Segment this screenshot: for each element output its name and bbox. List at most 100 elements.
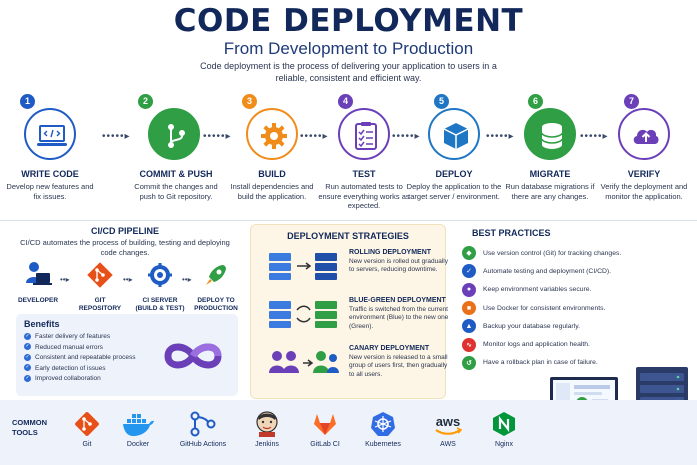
pipeline-label: DEPLOY TO PRODUCTION [194, 297, 238, 312]
check-icon: ✓ [24, 332, 31, 340]
kubernetes-logo-icon [371, 412, 395, 436]
strategy-name: BLUE-GREEN DEPLOYMENT [349, 297, 446, 304]
cicd-desc: CI/CD automates the process of building,… [20, 238, 230, 257]
step-number: 3 [242, 94, 257, 109]
tool-name: AWS [440, 441, 456, 448]
best-practices-title: BEST PRACTICES [472, 228, 551, 238]
pipeline-node-production: DEPLOY TO PRODUCTION [190, 261, 242, 313]
strategy-desc: New version is rolled out gradually to s… [349, 258, 448, 274]
step-desc: Commit the changes and push to Git repos… [134, 182, 218, 201]
arrow-connector: •••••▸ [486, 131, 515, 142]
svg-text:aws: aws [436, 414, 461, 429]
arrow-connector: •••••▸ [580, 131, 609, 142]
step-desc: Run database migrations if there are any… [505, 182, 595, 201]
benefits-box: Benefits ✓Faster delivery of features ✓R… [16, 314, 238, 396]
strategy-rolling: ROLLING DEPLOYMENT New version is rolled… [259, 247, 448, 295]
benefit-item: ✓Reduced manual errors [24, 343, 103, 351]
step-title: WRITE CODE [21, 169, 79, 179]
strategy-canary: CANARY DEPLOYMENT New version is release… [259, 343, 448, 391]
tool-aws: aws AWS [413, 410, 483, 448]
upload-icon: ▲ [462, 319, 476, 334]
check-icon: ✓ [24, 353, 31, 361]
benefit-item: ✓Early detection of issues [24, 364, 106, 372]
rollback-icon: ↺ [462, 355, 476, 370]
step-title: BUILD [258, 169, 286, 179]
tool-name: Docker [126, 441, 150, 448]
benefit-item: ✓Faster delivery of features [24, 332, 111, 340]
practice-item: ●Keep environment variables secure. [462, 281, 692, 299]
infinity-loop-icon [164, 343, 222, 369]
arrow-connector: ••▸ [60, 275, 70, 284]
divider [0, 220, 697, 221]
tool-nginx: Nginx [469, 410, 539, 448]
gitlab-logo-icon [314, 414, 336, 435]
pipeline-label: DEVELOPER [17, 297, 59, 304]
tool-name: Jenkins [255, 441, 279, 448]
page-subtitle: From Development to Production [223, 39, 474, 58]
tools-title: COMMON TOOLS [12, 418, 47, 437]
step-title: MIGRATE [529, 169, 571, 179]
strategy-blue-green: BLUE-GREEN DEPLOYMENT Traffic is switche… [259, 295, 448, 343]
practice-item: ▲Backup your database regularly. [462, 317, 692, 335]
step-number: 1 [20, 94, 35, 109]
step-number: 2 [138, 94, 153, 109]
step-title: TEST [352, 169, 376, 179]
chart-icon: ∿ [462, 337, 476, 352]
strategies-title: DEPLOYMENT STRATEGIES [287, 231, 409, 241]
step-number: 5 [434, 94, 449, 109]
strategy-desc: Traffic is switched from the current env… [349, 306, 449, 330]
step-desc: Deploy the application to the target ser… [406, 182, 502, 201]
ci-server-icon [148, 263, 172, 287]
step-number: 4 [338, 94, 353, 109]
users-icon [267, 347, 341, 377]
strategy-name: CANARY DEPLOYMENT [349, 345, 430, 352]
tool-kubernetes: Kubernetes [348, 410, 418, 448]
page-title: CODE DEPLOYMENT [173, 3, 524, 39]
pipeline-node-developer: DEVELOPER [12, 261, 64, 305]
git-logo-icon [75, 412, 99, 436]
best-practices-panel: BEST PRACTICES ◆Use version control (Git… [462, 228, 692, 398]
jenkins-logo-icon [256, 411, 278, 437]
benefits-title: Benefits [24, 319, 60, 329]
tool-name: GitLab CI [310, 441, 340, 448]
lock-icon: ● [462, 282, 476, 297]
practice-item: ↺Have a rollback plan in case of failure… [462, 354, 692, 372]
arrow-connector: •••••▸ [102, 131, 131, 142]
pipeline-node-git: GIT REPOSITORY [74, 261, 126, 313]
cicd-pipeline: DEVELOPER ••▸ GIT REPOSITORY ••▸ CI SERV… [12, 261, 238, 321]
step-desc: Install dependencies and build the appli… [230, 182, 314, 201]
checklist-icon [338, 108, 390, 160]
check-icon: ✓ [24, 343, 31, 351]
practice-item: ◆Use version control (Git) for tracking … [462, 244, 692, 262]
strategies-panel: DEPLOYMENT STRATEGIES ROLLING DEPLOYMENT… [250, 224, 448, 399]
arrow-connector: ••▸ [123, 275, 133, 284]
database-icon [524, 108, 576, 160]
step-title: DEPLOY [435, 169, 473, 179]
arrow-connector: •••••▸ [392, 131, 421, 142]
step-title: VERIFY [627, 169, 661, 179]
tool-git: Git [52, 410, 122, 448]
github-actions-logo-icon [190, 411, 216, 437]
servers-icon [267, 251, 341, 281]
tool-github-actions: GitHub Actions [168, 410, 238, 448]
cicd-panel: CI/CD PIPELINE CI/CD automates the proce… [12, 226, 238, 401]
check-icon: ✓ [24, 364, 31, 372]
step-number: 6 [528, 94, 543, 109]
step-desc: Run automated tests to ensure everything… [318, 182, 410, 210]
arrow-connector: ••▸ [182, 275, 192, 284]
pipeline-label: CI SERVER (BUILD & TEST) [135, 297, 185, 312]
shield-icon: ✓ [462, 264, 476, 279]
practice-item: ■Use Docker for consistent environments. [462, 299, 692, 317]
swap-servers-icon [267, 299, 341, 329]
git-icon [87, 262, 113, 288]
tool-name: GitHub Actions [179, 441, 227, 448]
box-icon: ■ [462, 301, 476, 316]
laptop-code-icon [24, 108, 76, 160]
step-desc: Develop new features and fix issues. [6, 182, 94, 201]
process-steps: 1 WRITE CODE Develop new features and fi… [0, 94, 697, 214]
pipeline-label: GIT REPOSITORY [78, 297, 122, 312]
practice-item: ✓Automate testing and deployment (CI/CD)… [462, 262, 692, 280]
developer-icon [26, 262, 52, 285]
arrow-connector: •••••▸ [300, 131, 329, 142]
benefit-item: ✓Consistent and repeatable process [24, 353, 136, 361]
